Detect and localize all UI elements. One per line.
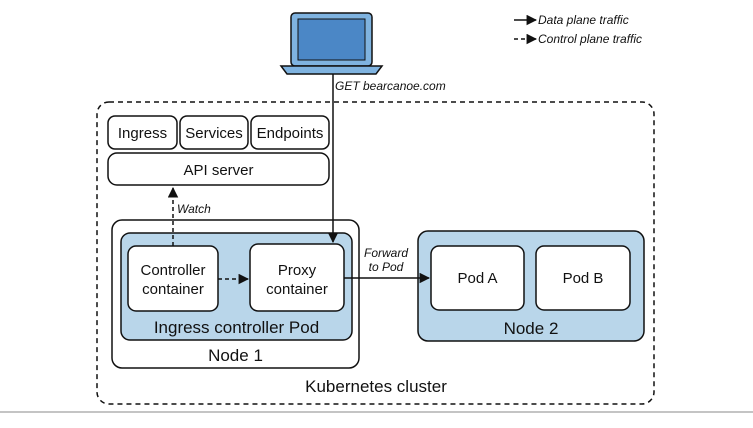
api-resources: Ingress Services Endpoints xyxy=(107,115,330,150)
forward-label-line1: Forward xyxy=(364,246,408,260)
request-label: GET bearcanoe.com xyxy=(335,79,446,93)
forward-label-line2: to Pod xyxy=(369,260,404,274)
node-2-label: Node 2 xyxy=(504,319,559,338)
laptop-icon xyxy=(279,12,384,75)
api-server-box xyxy=(107,152,330,186)
ingress-controller-pod-label: Ingress controller Pod xyxy=(154,318,319,337)
controller-container-label-line2: container xyxy=(142,281,204,298)
api-server-label: API server xyxy=(183,162,253,179)
kubernetes-cluster-boundary xyxy=(96,101,655,405)
endpoints-resource-label: Endpoints xyxy=(257,125,324,142)
legend-data-plane: Data plane traffic xyxy=(538,13,629,27)
proxy-container-label-line2: container xyxy=(266,281,328,298)
ingress-resource-label: Ingress xyxy=(118,125,167,142)
endpoints-resource-box xyxy=(250,115,330,150)
proxy-container-label-line1: Proxy xyxy=(278,262,317,279)
cluster-label: Kubernetes cluster xyxy=(305,377,447,396)
pod-b-box xyxy=(535,245,631,311)
pod-b-label: Pod B xyxy=(563,270,604,287)
pod-a-box xyxy=(430,245,525,311)
pod-a-label: Pod A xyxy=(457,270,497,287)
ingress-resource-box xyxy=(107,115,178,150)
controller-container-label-line1: Controller xyxy=(140,262,205,279)
legend-control-plane: Control plane traffic xyxy=(538,32,642,46)
node-1-label: Node 1 xyxy=(208,346,263,365)
watch-label: Watch xyxy=(177,202,211,216)
legend: Data plane traffic Control plane traffic xyxy=(514,13,642,46)
services-resource-label: Services xyxy=(185,125,243,142)
services-resource-box xyxy=(179,115,249,150)
